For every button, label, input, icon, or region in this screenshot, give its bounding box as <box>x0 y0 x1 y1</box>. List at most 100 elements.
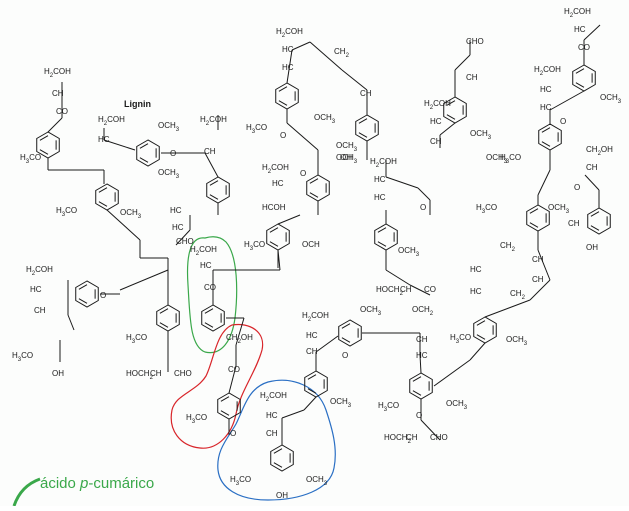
atom-label-och2: OCH2 <box>412 305 434 317</box>
atom-label-h2coh: H2COH <box>200 115 227 127</box>
bond-line <box>537 169 551 196</box>
bond-line <box>341 69 368 91</box>
benzene-ring <box>75 280 99 308</box>
atom-label-hc: HC <box>282 63 294 72</box>
ring-double-bond <box>307 374 317 380</box>
atom-label-h3co: H3CO <box>20 153 41 165</box>
bond-line <box>235 317 245 346</box>
bond-line <box>529 279 551 301</box>
bond-line <box>309 41 343 71</box>
atom-label-hc: HC <box>470 265 482 274</box>
atom-label-o: O <box>574 183 580 192</box>
atom-label-oh: OH <box>340 153 352 162</box>
bond-line <box>433 359 471 387</box>
bond-line <box>484 299 531 318</box>
atom-label-hc: HC <box>282 45 294 54</box>
atom-label-o: O <box>170 149 176 158</box>
bond-line <box>439 122 456 136</box>
atom-label-o: O <box>230 429 236 438</box>
bond-line <box>106 209 141 241</box>
atom-label-o: O <box>280 131 286 140</box>
bond-line <box>286 49 293 84</box>
atom-label-h3co: H3CO <box>378 401 399 413</box>
atom-label-o: O <box>100 291 106 300</box>
atom-label-h3co: H3CO <box>244 240 265 252</box>
atom-label-hc: HC <box>540 85 552 94</box>
ring-double-bond <box>273 448 283 454</box>
bond-line <box>584 174 600 191</box>
atom-label-ch: CH <box>466 73 478 82</box>
atom-label-och3: OCH3 <box>548 203 570 215</box>
ring-double-bond <box>220 410 230 416</box>
atom-label-o: O <box>342 351 348 360</box>
atom-label-ch: CH <box>406 433 418 442</box>
atom-label-cho: CHO <box>466 37 484 46</box>
atom-label-oh: OH <box>586 243 598 252</box>
atom-label-o: O <box>416 411 422 420</box>
atom-label-hc: HC <box>266 411 278 420</box>
ring-double-bond <box>446 100 456 106</box>
ring-double-bond <box>39 135 49 141</box>
atom-label-och3: OCH3 <box>446 399 468 411</box>
atom-label-co: CO <box>578 43 590 52</box>
atom-label-hcoh: HCOH <box>262 203 286 212</box>
atom-label-ch2: CH2 <box>510 289 526 301</box>
bond-line <box>204 152 219 178</box>
atom-label-hc: HC <box>374 193 386 202</box>
atom-label-h3co: H3CO <box>450 333 471 345</box>
ring-double-bond <box>341 323 351 329</box>
ring-double-bond <box>529 208 539 214</box>
atom-label-o: O <box>300 169 306 178</box>
ring-double-bond <box>412 376 422 382</box>
bond-line <box>469 342 486 361</box>
atom-label-o: O <box>560 117 566 126</box>
ring-double-bond <box>273 462 283 468</box>
atom-label-cho: CHO <box>430 433 448 442</box>
ring-double-bond <box>446 114 456 120</box>
atom-labels: H2COHCHCOH3COH2COHHCOCH3OCH3H2COHCHOH3CO… <box>12 7 622 500</box>
atom-label-h3co: H3CO <box>186 413 207 425</box>
atom-label-ch: CH <box>430 137 442 146</box>
ring-double-bond <box>209 194 219 200</box>
bond-line <box>103 139 136 151</box>
atom-label-och3: OCH3 <box>506 335 528 347</box>
bond-line <box>417 187 431 201</box>
atom-label-hoch2: HOCH2 <box>384 433 412 445</box>
ring-double-bond <box>541 141 551 147</box>
ring-double-bond <box>220 396 230 402</box>
diagram-title: Lignin <box>124 99 151 109</box>
atom-label-h2coh: H2COH <box>564 7 591 19</box>
atom-label-och3: OCH3 <box>360 305 382 317</box>
atom-label-och3: OCH3 <box>158 121 180 133</box>
atom-label-h2coh: H2COH <box>370 157 397 169</box>
ring-double-bond <box>204 322 214 328</box>
bond-line <box>409 284 431 296</box>
ring-double-bond <box>139 143 149 149</box>
atom-label-ch: CH <box>416 335 428 344</box>
atom-label-oh: OH <box>52 369 64 378</box>
benzene-ring <box>136 139 160 167</box>
atom-label-hc: HC <box>540 103 552 112</box>
bond-line <box>67 314 75 331</box>
atom-label-ch: CH <box>400 285 412 294</box>
atom-label-och3: OCH3 <box>600 93 622 105</box>
atom-label-hc: HC <box>374 175 386 184</box>
atom-label-hc: HC <box>172 223 184 232</box>
atom-label-h3co: H3CO <box>246 123 267 135</box>
bond-line <box>228 365 237 394</box>
atom-label-h2coh: H2COH <box>302 311 329 323</box>
atom-label-co: CO <box>424 285 436 294</box>
atom-label-h2coh: H2COH <box>424 99 451 111</box>
atom-label-och3: OCH3 <box>398 246 420 258</box>
bond-line <box>315 335 339 353</box>
bond-line <box>281 409 305 419</box>
ring-double-bond <box>278 86 288 92</box>
ring-double-bond <box>412 390 422 396</box>
ring-double-bond <box>204 308 214 314</box>
caption-text: ácido p-cumárico <box>40 475 154 492</box>
caption-swoosh <box>12 477 41 507</box>
bond-line <box>385 176 419 189</box>
bond-line <box>277 214 301 225</box>
